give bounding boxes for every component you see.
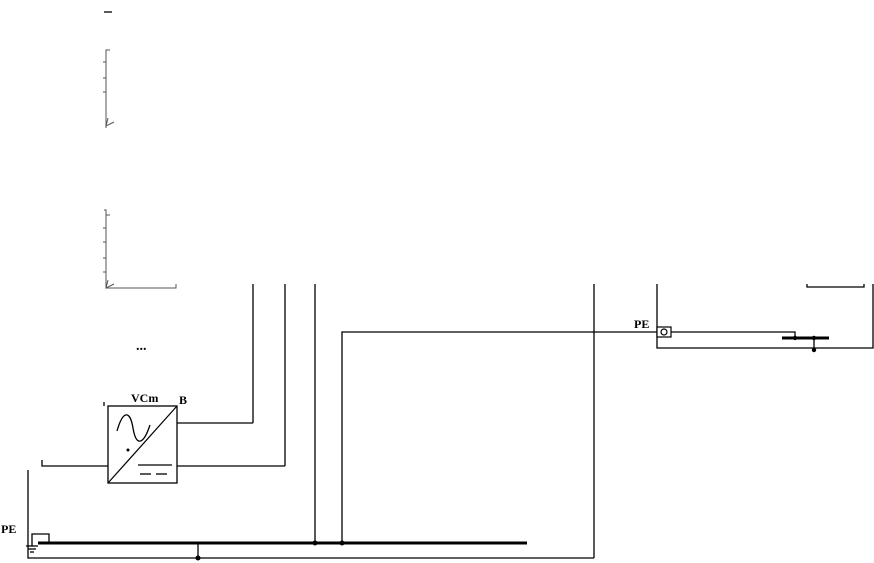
- converter-left-lead: [41, 460, 108, 467]
- upper-panel-outline: [103, 49, 115, 128]
- right-junction-3: [811, 347, 817, 353]
- continuation-ellipsis: ...: [136, 339, 147, 354]
- ac-dc-converter-icon: [107, 405, 178, 484]
- pe-left-label: PE: [1, 522, 16, 536]
- enclosure-loop: [27, 470, 594, 559]
- right-panel-wire: [671, 331, 796, 338]
- pe-terminal-icon: [656, 326, 672, 338]
- right-panel-outline: [656, 284, 874, 349]
- converter-name-label: VCm: [131, 391, 158, 405]
- right-junction-1: [792, 335, 798, 341]
- pe-link-wire: [341, 331, 657, 543]
- ground-icon: [26, 533, 50, 553]
- middle-panel-outline: [103, 209, 177, 289]
- junction-feeder-3: [312, 540, 318, 546]
- pe-right-label: PE: [634, 317, 649, 331]
- converter-port-label: B: [179, 393, 187, 407]
